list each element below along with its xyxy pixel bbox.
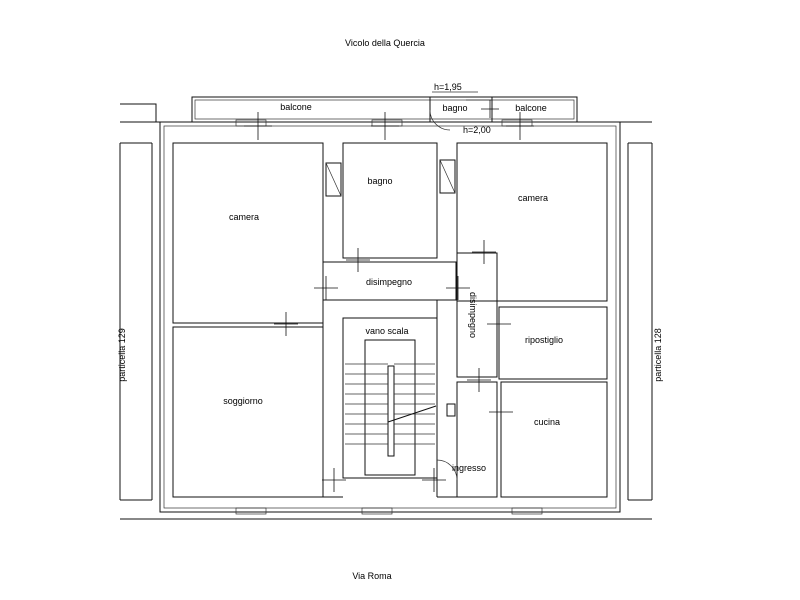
room-label-camera-left: camera: [229, 212, 259, 222]
room-label-ripostiglio: ripostiglio: [525, 335, 563, 345]
staircase: [345, 339, 437, 476]
neighbour-outlines: [119, 103, 653, 520]
room-label-ingresso: ingresso: [452, 463, 486, 473]
room-label-balcone-left: balcone: [280, 102, 312, 112]
room-label-disimpegno-v: disimpegno: [468, 292, 478, 338]
height-annotation-1: h=1,95: [434, 82, 462, 92]
door-marks: [244, 100, 534, 492]
room-label-bagno-small: bagno: [442, 103, 467, 113]
street-south-label: Via Roma: [352, 571, 391, 581]
room-label-disimpegno-h: disimpegno: [366, 277, 412, 287]
room-label-soggiorno: soggiorno: [223, 396, 263, 406]
street-north-label: Vicolo della Quercia: [345, 38, 425, 48]
parcel-east-label: particella 128: [653, 328, 663, 382]
parcel-west-label: particella 129: [117, 328, 127, 382]
room-label-balcone-right: balcone: [515, 103, 547, 113]
room-label-vano-scala: vano scala: [365, 326, 408, 336]
interior-walls: [172, 142, 608, 498]
door-swings: [429, 109, 458, 481]
room-label-cucina: cucina: [534, 417, 560, 427]
room-label-bagno: bagno: [367, 176, 392, 186]
height-annotation-2: h=2,00: [463, 125, 491, 135]
room-label-camera-right: camera: [518, 193, 548, 203]
